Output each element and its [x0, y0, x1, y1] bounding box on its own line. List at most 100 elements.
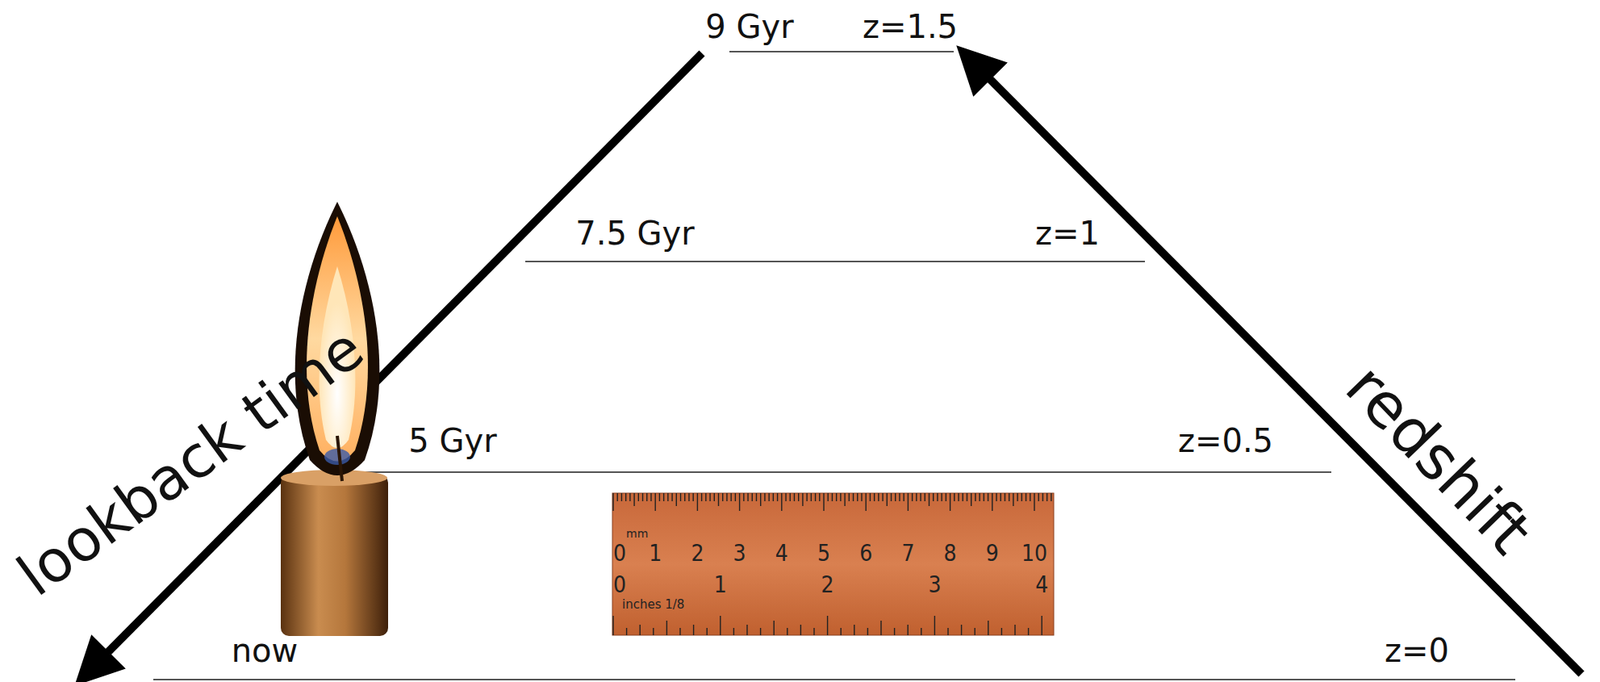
ruler-tick: [617, 492, 619, 502]
ruler-tick: [974, 492, 976, 502]
ruler-tick: [810, 492, 812, 502]
ruler-tick: [881, 492, 883, 502]
ruler-tick: [920, 627, 922, 635]
ruler-tick: [928, 492, 930, 506]
ruler-tick: [697, 492, 698, 511]
ruler-tick: [856, 492, 858, 502]
ruler-tick: [785, 492, 786, 502]
ruler-tick: [890, 492, 892, 502]
ruler-tick: [638, 492, 640, 502]
ruler-tick: [676, 492, 677, 506]
ruler-tick: [1040, 615, 1042, 635]
ruler-tick: [793, 492, 795, 502]
level-label: z=0.5: [1178, 424, 1274, 457]
ruler-tick: [848, 492, 850, 502]
ruler-tick: [747, 492, 748, 502]
ruler-tick: [835, 492, 837, 502]
ruler-tick: [886, 492, 888, 506]
ruler-number: 7: [901, 542, 915, 565]
ruler-tick: [642, 492, 644, 502]
ruler-tick: [860, 492, 862, 502]
ruler-tick: [949, 492, 951, 511]
ruler-tick: [818, 492, 820, 502]
ruler-tick: [962, 492, 964, 502]
ruler-tick: [739, 492, 740, 511]
ruler-tick: [751, 492, 753, 502]
ruler-tick: [1001, 627, 1003, 635]
ruler-tick: [831, 492, 833, 502]
ruler-tick: [945, 492, 947, 502]
ruler-tick: [919, 492, 921, 502]
ruler-number: 0: [613, 573, 627, 597]
ruler-tick: [612, 615, 614, 635]
ruler-tick: [760, 627, 761, 635]
ruler-tick: [813, 627, 815, 635]
ruler-tick: [1050, 492, 1052, 502]
ruler-tick: [719, 615, 721, 635]
ruler-tick: [684, 492, 686, 502]
ruler-tick: [797, 492, 799, 502]
ruler-tick: [924, 492, 926, 502]
ruler-tick: [633, 492, 635, 506]
ruler-tick: [1016, 492, 1018, 502]
ruler-tick: [936, 492, 938, 502]
ruler-number: 0: [613, 542, 627, 565]
level-label: 7.5 Gyr: [575, 217, 694, 250]
ruler-tick: [1027, 627, 1029, 635]
ruler-tick: [911, 492, 913, 502]
ruler-tick: [1014, 624, 1016, 635]
ruler-tick: [1000, 492, 1002, 502]
ruler-tick: [666, 620, 668, 635]
ruler-number: 2: [821, 573, 835, 597]
ruler-number: 10: [1021, 542, 1048, 565]
ruler-tick: [906, 624, 908, 635]
lookback-arrow: [90, 53, 702, 670]
ruler-tick: [706, 627, 708, 635]
ruler-number: 1: [714, 573, 727, 597]
ruler-tick: [786, 627, 788, 635]
ruler-tick: [867, 627, 869, 635]
ruler-tick: [1046, 492, 1048, 502]
ruler-tick: [894, 492, 896, 502]
ruler-tick: [714, 492, 715, 502]
ruler-tick: [726, 492, 727, 502]
ruler-tick: [915, 492, 917, 502]
ruler-tick: [852, 492, 854, 502]
ruler-tick: [1025, 492, 1027, 502]
ruler-tick: [839, 492, 841, 502]
ruler-tick: [701, 492, 702, 502]
ruler-tick: [864, 492, 866, 511]
ruler-number: 4: [1035, 573, 1049, 597]
ruler-tick: [743, 492, 744, 502]
ruler-tick: [756, 492, 757, 502]
ruler-number: 3: [927, 573, 941, 597]
ruler-tick: [693, 624, 694, 635]
level-label: 9 Gyr: [705, 10, 794, 43]
level-label: inches 1/8: [622, 598, 685, 611]
ruler-tick: [987, 492, 989, 502]
ruler-tick: [957, 492, 959, 502]
ruler-tick: [843, 492, 845, 506]
ruler-tick: [639, 624, 641, 635]
level-label: z=0: [1384, 634, 1450, 667]
ruler-tick: [877, 492, 879, 502]
ruler-tick: [626, 627, 627, 635]
ruler-tick: [898, 492, 900, 502]
level-label: z=1.5: [862, 10, 958, 43]
ruler-tick: [764, 492, 765, 502]
ruler-tick: [1042, 492, 1044, 502]
level-label: now: [231, 634, 299, 667]
redshift-arrow: [972, 61, 1582, 674]
ruler-tick: [973, 627, 975, 635]
ruler-tick: [822, 492, 824, 511]
ruler-tick: [960, 624, 962, 635]
ruler-tick: [880, 620, 882, 635]
ruler-tick: [646, 492, 648, 502]
ruler-tick: [671, 492, 673, 502]
ruler-number: 1: [648, 542, 662, 565]
ruler-number: 9: [985, 542, 999, 565]
ruler-tick: [777, 492, 778, 502]
ruler-tick: [802, 492, 803, 506]
ruler-tick: [667, 492, 669, 502]
